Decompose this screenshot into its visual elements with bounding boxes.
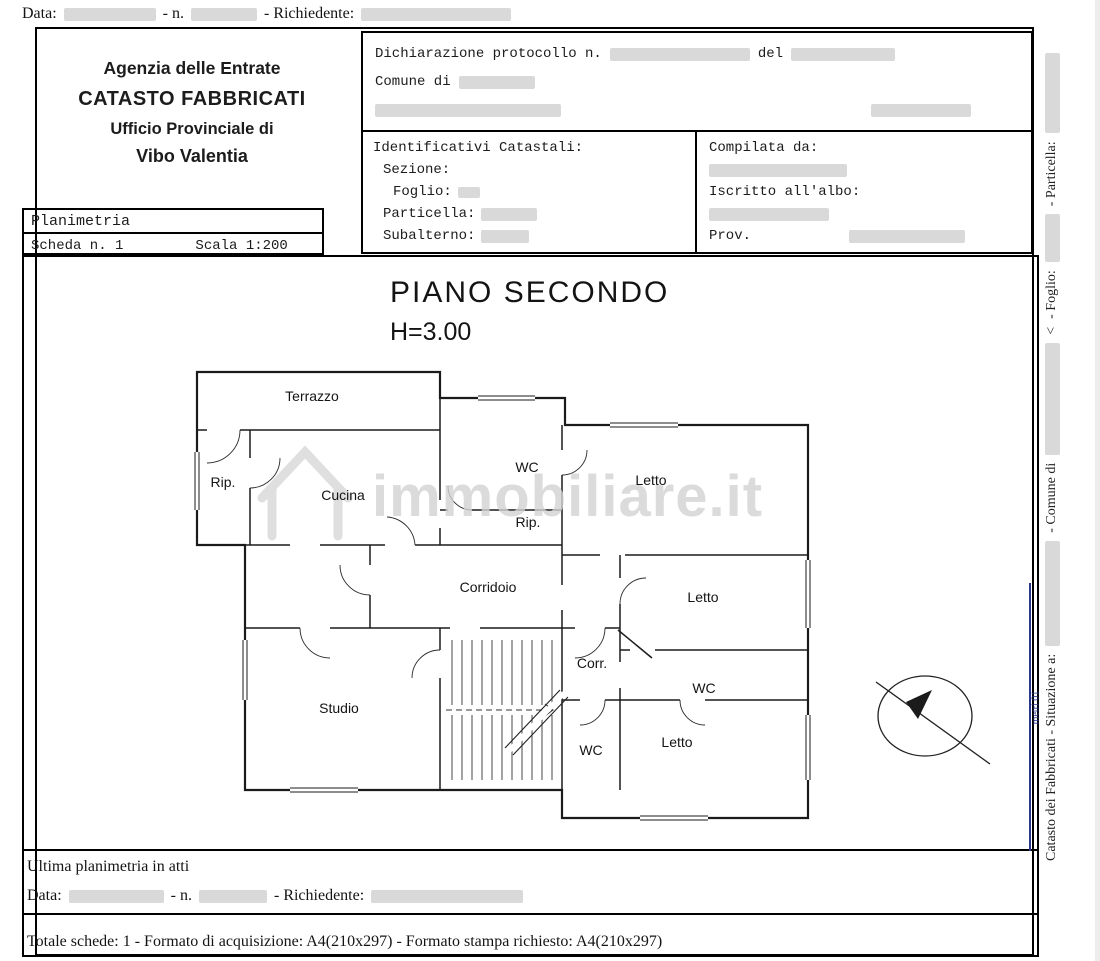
declaration-section: Dichiarazione protocollo n. del Comune d… [363,33,1031,132]
watermark-group: immobiliare.it [257,445,763,541]
agency-name: Agenzia delle Entrate [103,58,281,78]
room-label-cucina: Cucina [321,487,365,503]
redacted-compilata-name [709,163,847,177]
redacted-declaration-right [871,103,971,117]
plan-area-frame [22,255,1039,851]
watermark-text: immobiliare.it [372,464,763,529]
redacted-footer-number [198,889,267,903]
redacted-top-date [63,7,156,21]
redacted-footer-richiedente [371,889,524,903]
ultima-planimetria-label: Ultima planimetria in atti [27,858,190,875]
scan-edge [1095,0,1100,961]
room-label-letto-1: Letto [635,472,666,488]
scheda-label: Scheda n. 1 [31,238,124,254]
room-label-letto-2: Letto [687,589,718,605]
redacted-foglio-value [457,186,480,198]
redacted-situazione-value [1045,540,1060,646]
redacted-protocol-date [791,47,896,61]
footer-richiedente-label: - Richiedente: [273,887,365,904]
footer-n-label: - n. [170,887,192,904]
footer-divider-line [24,913,1037,915]
sidebar-arrow-mark: < [1044,326,1059,335]
catasto-fabbricati-title: CATASTO FABBRICATI [78,88,306,110]
comune-label: Comune di [375,74,451,90]
footer-meta-line: Data: - n. - Richiedente: [27,887,524,905]
room-label-letto-3: Letto [661,734,692,750]
blue-margin-line [1029,583,1031,851]
room-label-studio: Studio [319,700,359,716]
room-label-rip-1: Rip. [211,474,236,490]
top-data-label: Data: [22,5,57,22]
room-label-corr: Corr. [577,655,607,671]
redacted-declaration-extra [375,103,561,117]
redacted-footer-date [68,889,164,903]
north-arrow-icon [875,675,991,765]
floor-title: PIANO SECONDO [390,276,670,309]
footer-box: Ultima planimetria in atti Data: - n. - … [22,851,1039,957]
planimetria-title: Planimetria [24,210,322,234]
compilata-title: Compilata da: [709,140,819,156]
windows [194,395,811,821]
sidebar-comune-label: - Comune di [1044,462,1059,533]
redacted-top-number [190,7,257,21]
redacted-comune [458,75,535,89]
door-arcs [206,429,706,726]
redacted-sidebar-particella-value [1045,53,1060,134]
particella-row: Particella: [373,203,685,225]
footer-data-label: Data: [27,887,62,904]
compilata-section: Compilata da: Iscritto all'albo: Prov. [697,132,1031,252]
room-label-wc-2: WC [692,680,715,696]
subalterno-row: Subalterno: [373,225,685,247]
room-label-corridoio: Corridoio [460,579,517,595]
redacted-sidebar-comune-value [1045,342,1060,455]
redacted-protocol-number [609,47,750,61]
redacted-top-richiedente [361,7,512,21]
redacted-prov-value [849,229,966,243]
right-margin-vertical-text: Catasto dei Fabbricati - Situazione a: -… [1040,0,1098,961]
room-label-rip-2: Rip. [516,514,541,530]
scala-label: Scala 1:200 [195,238,288,254]
sidebar-foglio-label: - Foglio: [1044,270,1059,319]
planimetria-box: Planimetria Scheda n. 1 Scala 1:200 [22,208,324,255]
sidebar-particella-label: - Particella: [1044,141,1059,207]
room-label-wc-1: WC [515,459,538,475]
sezione-row: Sezione: [383,162,451,178]
interior-walls [197,398,808,790]
totale-schede-line: Totale schede: 1 - Formato di acquisizio… [27,933,663,950]
foglio-row: Foglio: [373,181,685,203]
redacted-subalterno-value [481,229,530,243]
top-richiedente-label: - Richiedente: [263,5,355,22]
del-label: del [757,46,784,62]
room-label-terrazzo: Terrazzo [285,388,339,404]
agency-header: Agenzia delle Entrate CATASTO FABBRICATI… [52,58,332,167]
office-city: Vibo Valentia [136,146,248,166]
redacted-albo-value [709,207,829,221]
floor-height-label: H=3.00 [390,318,472,346]
protocol-label: Dichiarazione protocollo n. [375,46,602,62]
albo-row: Iscritto all'albo: [709,184,861,200]
top-meta-line: Data: - n. - Richiedente: [22,5,512,23]
room-labels: Terrazzo Rip. Cucina WC Letto Rip. Corri… [211,388,719,758]
office-label: Ufficio Provinciale di [110,120,274,138]
staircase [446,640,569,780]
redacted-sidebar-foglio-value [1045,214,1060,263]
redacted-particella-value [481,207,538,221]
sidebar-catasto-label: Catasto dei Fabbricati - Situazione a: [1044,653,1059,861]
room-label-wc-3: WC [579,742,602,758]
floor-plan-svg: immobiliare.it Terrazzo Rip. Cucina WC L… [194,370,991,821]
prov-row: Prov. [709,225,1019,247]
identificativi-section: Identificativi Catastali: Sezione: Fogli… [363,132,697,252]
top-n-label: - n. [162,5,184,22]
watermark-house-icon [257,445,353,541]
identificativi-title: Identificativi Catastali: [373,140,584,156]
header-right-box: Dichiarazione protocollo n. del Comune d… [361,31,1033,254]
